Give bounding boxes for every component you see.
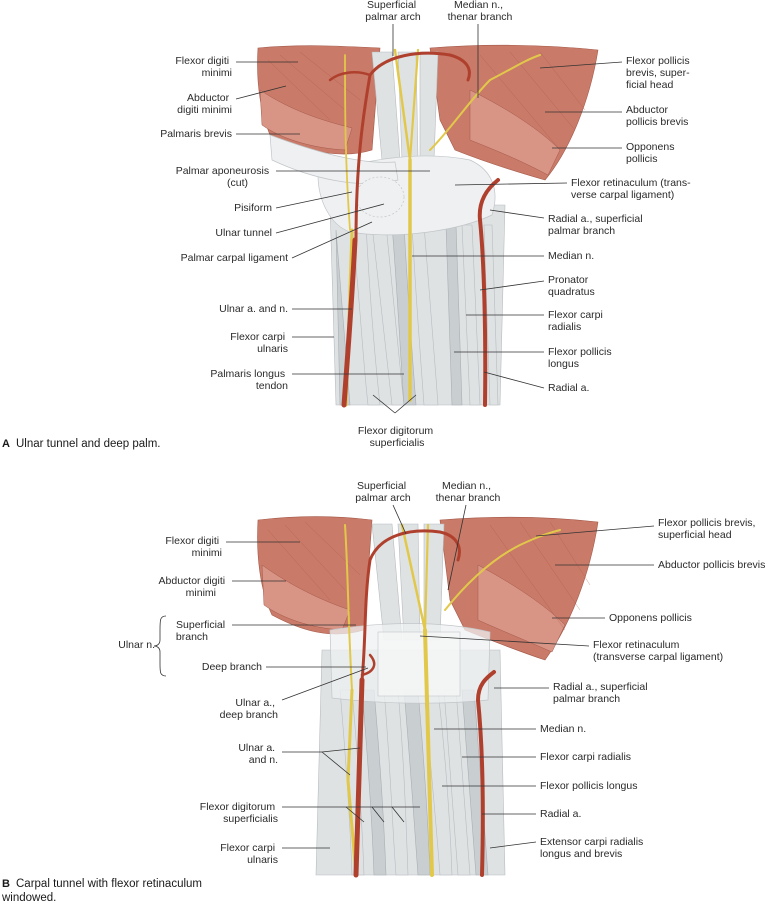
label-pronator-quadratus-a: Pronator quadratus: [548, 274, 595, 298]
label-median-thenar-a: Median n., thenar branch: [448, 0, 513, 23]
label-palmaris-longus-a: Palmaris longus tendon: [210, 368, 288, 392]
label-flexor-pollicis-longus-b: Flexor pollicis longus: [540, 780, 637, 792]
panel-b-illustration: [257, 516, 599, 878]
label-superficial-palmar-arch-a: Superficial palmar arch: [365, 0, 421, 23]
label-flexor-retinaculum-b: Flexor retinaculum (transverse carpal li…: [593, 639, 723, 663]
label-ecrl-b: Extensor carpi radialis longus and brevi…: [540, 836, 646, 860]
label-abductor-pollicis-brevis-a: Abductor pollicis brevis: [626, 104, 688, 128]
label-superficial-branch-b: Superficial branch: [176, 619, 228, 643]
caption-letter-b: B: [2, 878, 10, 890]
label-palmar-carpal-ligament-a: Palmar carpal ligament: [181, 252, 288, 264]
label-flexor-digiti-minimi-b: Flexor digiti minimi: [165, 535, 222, 559]
label-median-thenar-b: Median n., thenar branch: [436, 480, 501, 504]
label-abductor-pollicis-brevis-b: Abductor pollicis brevis: [658, 559, 765, 571]
label-palmaris-brevis-a: Palmaris brevis: [160, 128, 232, 140]
label-flexor-retinaculum-a: Flexor retinaculum (trans- verse carpal …: [571, 177, 694, 201]
label-flexor-carpi-radialis-b: Flexor carpi radialis: [540, 751, 631, 763]
label-abductor-digiti-minimi-a: Abductor digiti minimi: [177, 92, 232, 116]
label-fds-b: Flexor digitorum superficialis: [200, 801, 278, 825]
label-deep-branch-b: Deep branch: [202, 661, 262, 673]
label-abductor-digiti-minimi-b: Abductor digiti minimi: [159, 575, 228, 599]
label-flexor-carpi-radialis-a: Flexor carpi radialis: [548, 309, 606, 333]
label-flexor-pollicis-longus-a: Flexor pollicis longus: [548, 346, 615, 370]
label-radial-superficial-b: Radial a., superficial palmar branch: [553, 681, 650, 705]
label-ulnar-a-deep-b: Ulnar a., deep branch: [220, 697, 279, 721]
label-pisiform-a: Pisiform: [234, 202, 272, 214]
label-ulnar-a-n-b: Ulnar a. and n.: [238, 742, 278, 766]
caption-a: Ulnar tunnel and deep palm.: [16, 438, 161, 450]
panel-b-labels: Superficial palmar arch Median n., thena…: [1, 480, 765, 904]
caption-b: Carpal tunnel with flexor retinaculum wi…: [1, 878, 205, 904]
label-median-n-b: Median n.: [540, 723, 586, 735]
label-flexor-digiti-minimi-a: Flexor digiti minimi: [175, 55, 232, 79]
label-radial-a-b: Radial a.: [540, 808, 581, 820]
label-ulnar-tunnel-a: Ulnar tunnel: [215, 227, 272, 239]
label-radial-a-a: Radial a.: [548, 382, 589, 394]
label-fds-a: Flexor digitorum superficialis: [358, 425, 436, 449]
label-opponens-pollicis-a: Opponens pollicis: [626, 141, 677, 165]
label-flexor-carpi-ulnaris-a: Flexor carpi ulnaris: [230, 331, 288, 355]
label-ulnar-n-b: Ulnar n.: [118, 639, 155, 651]
label-median-n-a: Median n.: [548, 250, 594, 262]
label-superficial-palmar-arch-b: Superficial palmar arch: [355, 480, 411, 504]
label-fpb-superficial-a: Flexor pollicis brevis, super- ficial he…: [626, 55, 693, 91]
caption-letter-a: A: [2, 438, 10, 450]
label-ulnar-a-n-a: Ulnar a. and n.: [219, 303, 288, 315]
label-radial-superficial-a: Radial a., superficial palmar branch: [548, 213, 645, 237]
label-opponens-pollicis-b: Opponens pollicis: [609, 612, 692, 624]
label-flexor-carpi-ulnaris-b: Flexor carpi ulnaris: [220, 842, 278, 866]
label-fpb-superficial-b: Flexor pollicis brevis, superficial head: [658, 517, 758, 541]
panel-a-illustration: [257, 44, 599, 408]
label-palmar-aponeurosis-a: Palmar aponeurosis (cut): [176, 165, 272, 189]
panel-a-labels: Superficial palmar arch Median n., thena…: [2, 0, 694, 450]
